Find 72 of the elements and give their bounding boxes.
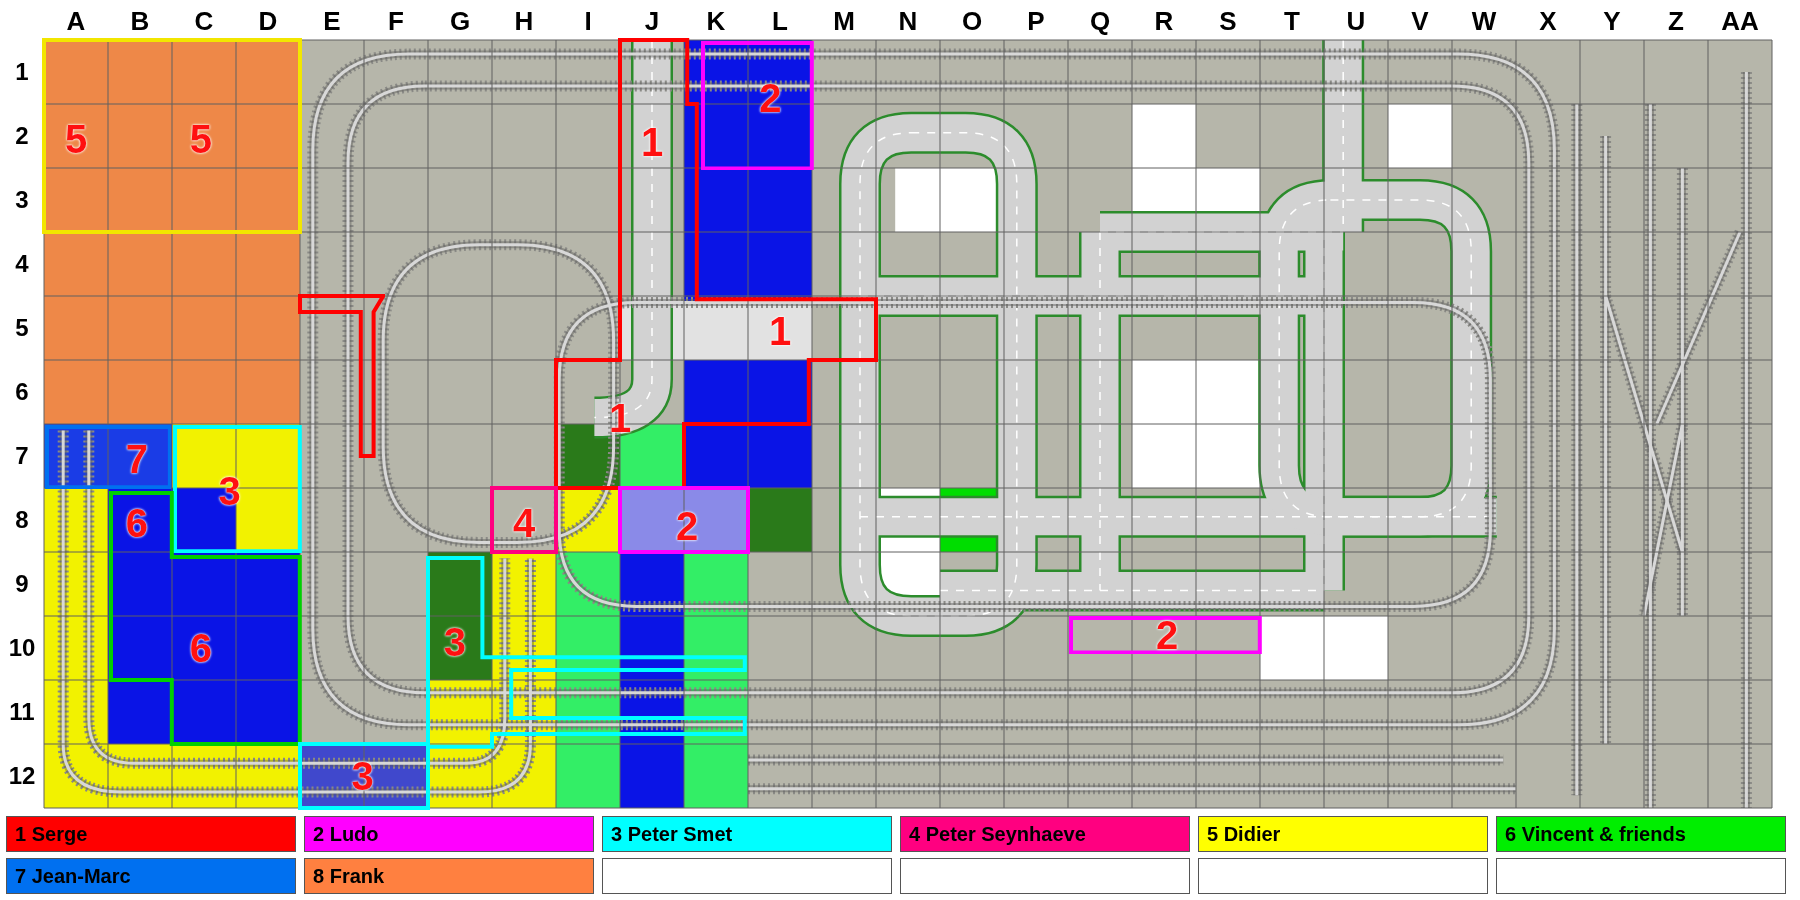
row-number: 7 xyxy=(15,444,29,468)
column-letter: W xyxy=(1471,8,1497,34)
column-letter: M xyxy=(833,8,855,34)
row-number: 10 xyxy=(8,636,36,660)
legend-label: 7 Jean-Marc xyxy=(15,864,131,889)
column-letter: J xyxy=(644,8,660,34)
column-letter: R xyxy=(1154,8,1174,34)
area-outline xyxy=(701,40,814,170)
column-letter: N xyxy=(898,8,918,34)
area-number: 3 xyxy=(351,756,374,796)
area-number: 2 xyxy=(1156,615,1179,656)
area-number: 3 xyxy=(443,621,466,662)
row-number: 11 xyxy=(9,700,35,724)
row-number: 1 xyxy=(15,60,29,84)
area-number: 2 xyxy=(759,77,782,118)
row-number: 4 xyxy=(15,252,29,276)
area-outline xyxy=(173,424,302,553)
row-number: 5 xyxy=(15,316,29,340)
legend-label: 5 Didier xyxy=(1207,822,1281,847)
area-outline xyxy=(554,38,878,490)
legend-label: 2 Ludo xyxy=(313,822,379,847)
area-outline xyxy=(298,742,430,810)
column-letter: K xyxy=(706,8,726,34)
area-outline xyxy=(490,486,558,554)
area-outline xyxy=(44,424,172,489)
area-number: 6 xyxy=(125,503,148,544)
column-letter: G xyxy=(449,8,471,34)
column-letter: O xyxy=(961,8,983,34)
column-letter: L xyxy=(772,8,788,34)
area-outline xyxy=(426,556,747,750)
area-number: 1 xyxy=(608,397,632,438)
column-letter: Q xyxy=(1089,8,1111,34)
legend-label: 1 Serge xyxy=(15,822,88,847)
column-letter: D xyxy=(258,8,278,34)
column-letter: Y xyxy=(1603,8,1621,34)
row-number: 6 xyxy=(15,380,29,404)
column-letter: U xyxy=(1346,8,1366,34)
column-letter: Z xyxy=(1668,8,1684,34)
area-outline xyxy=(298,294,386,458)
area-outline xyxy=(1069,615,1262,655)
area-outline xyxy=(42,38,302,234)
column-letter: S xyxy=(1219,8,1237,34)
area-number: 7 xyxy=(125,439,148,480)
area-outline xyxy=(618,486,750,554)
area-number: 5 xyxy=(189,119,212,160)
row-number: 3 xyxy=(15,188,29,212)
column-letter: X xyxy=(1539,8,1557,34)
area-number: 1 xyxy=(768,311,792,352)
column-letter: P xyxy=(1027,8,1045,34)
area-number: 4 xyxy=(512,503,536,544)
column-letter: AA xyxy=(1721,8,1759,34)
row-number: 12 xyxy=(8,764,36,788)
row-number: 9 xyxy=(15,572,29,596)
legend-label: 8 Frank xyxy=(313,864,385,889)
area-number: 6 xyxy=(189,628,212,668)
column-letter: E xyxy=(323,8,341,34)
legend-label: 3 Peter Smet xyxy=(611,822,733,847)
column-letter: F xyxy=(388,8,404,34)
column-letter: T xyxy=(1284,8,1300,34)
column-letter: I xyxy=(584,8,592,34)
column-letter: H xyxy=(514,8,534,34)
area-number: 2 xyxy=(676,506,699,547)
legend-label: 4 Peter Seynhaeve xyxy=(909,822,1086,847)
column-letter: V xyxy=(1411,8,1429,34)
column-letter: C xyxy=(194,8,214,34)
area-number: 5 xyxy=(64,119,88,160)
column-letter: A xyxy=(66,8,86,34)
row-number: 2 xyxy=(15,124,29,148)
legend-label: 6 Vincent & friends xyxy=(1505,822,1686,847)
column-letter: B xyxy=(130,8,150,34)
row-number: 8 xyxy=(15,508,29,532)
area-number: 1 xyxy=(640,122,664,163)
